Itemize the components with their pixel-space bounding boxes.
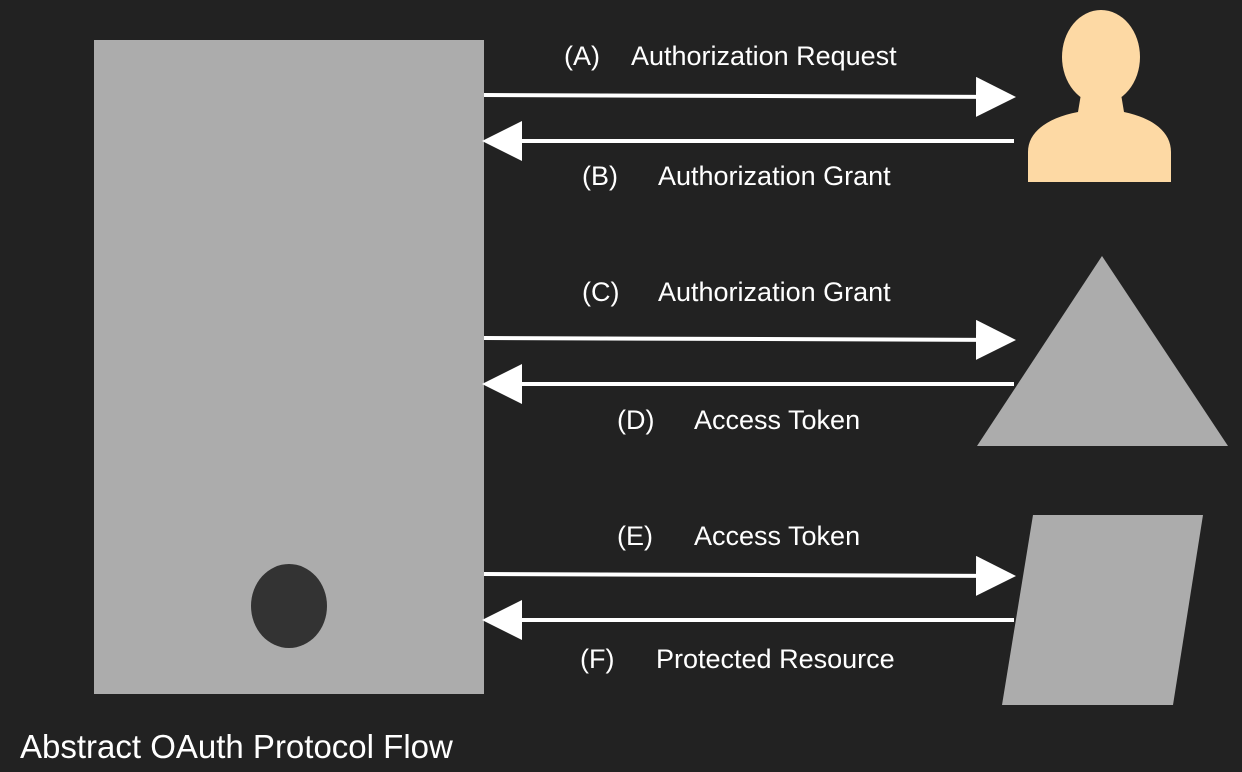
- step-c-letter: (C): [582, 277, 620, 307]
- step-a-letter: (A): [564, 41, 600, 71]
- step-f-text: Protected Resource: [656, 644, 895, 674]
- step-c-text: Authorization Grant: [658, 277, 891, 307]
- client-device-icon: [94, 40, 484, 694]
- step-d-letter: (D): [617, 405, 655, 435]
- authorization-server-triangle: [977, 256, 1228, 446]
- user-icon: [1028, 10, 1171, 182]
- resource-server-parallelogram: [1002, 515, 1203, 705]
- step-b-text: Authorization Grant: [658, 161, 891, 191]
- diagram-caption: Abstract OAuth Protocol Flow: [20, 728, 453, 765]
- step-e-letter: (E): [617, 521, 653, 551]
- step-f-letter: (F): [580, 644, 615, 674]
- step-e-text: Access Token: [694, 521, 861, 551]
- arrow-e: [483, 555, 1016, 596]
- arrow-a: [483, 76, 1016, 117]
- arrow-c: [483, 319, 1016, 360]
- step-a-text: Authorization Request: [631, 41, 897, 71]
- client-home-button: [251, 564, 327, 648]
- step-d-text: Access Token: [694, 405, 861, 435]
- step-b-letter: (B): [582, 161, 618, 191]
